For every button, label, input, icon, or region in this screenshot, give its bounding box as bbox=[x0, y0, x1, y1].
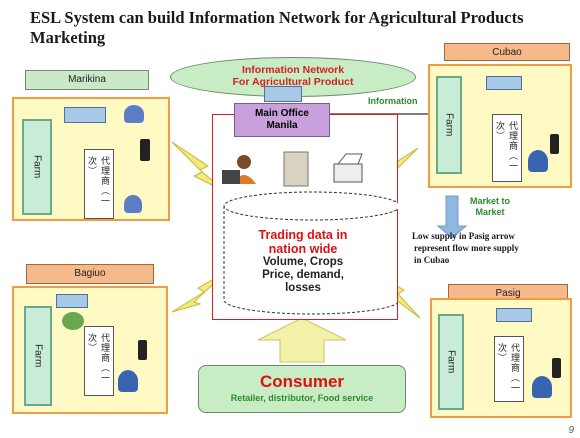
note-line-2: represent flow more supply bbox=[414, 243, 519, 253]
page-title: ESL System can build Information Network… bbox=[30, 8, 524, 47]
store-icon bbox=[264, 86, 302, 102]
agent-label: 代理商（一次） bbox=[87, 333, 110, 383]
farm-pasig: Farm bbox=[438, 314, 464, 410]
db-title-line-2: nation wide bbox=[268, 242, 338, 256]
network-line-1: Information Network bbox=[241, 64, 345, 76]
main-office-line-1: Main Office bbox=[255, 108, 309, 119]
market-line-2: Market bbox=[475, 207, 505, 217]
db-detail-line-2: Price, demand, bbox=[262, 269, 344, 281]
phone-icon bbox=[138, 340, 147, 360]
main-office-line-2: Manila bbox=[266, 120, 298, 131]
farm-bagiuo: Farm bbox=[24, 306, 52, 406]
region-pasig: Farm 代理商（一次） bbox=[430, 298, 572, 418]
market-to-market-label: Market to Market bbox=[470, 196, 510, 218]
region-bagiuo: Farm 代理商（一次） bbox=[12, 286, 168, 414]
store-icon bbox=[496, 308, 532, 322]
consumer-box: Consumer Retailer, distributor, Food ser… bbox=[198, 365, 406, 413]
agent-label: 代理商（一次） bbox=[497, 343, 520, 393]
phone-icon bbox=[552, 358, 561, 378]
slide-number: 9 bbox=[568, 425, 574, 436]
network-line-2: For Agricultural Product bbox=[232, 76, 354, 88]
produce-icon bbox=[62, 312, 84, 330]
main-office: Main Office Manila bbox=[234, 103, 330, 137]
consumer-subtitle: Retailer, distributor, Food service bbox=[230, 393, 374, 403]
worker-icon bbox=[528, 150, 548, 172]
store-icon bbox=[64, 107, 106, 123]
worker-icon bbox=[118, 370, 138, 392]
agent-marikina: 代理商（一次） bbox=[84, 149, 114, 219]
information-label: Information bbox=[368, 96, 418, 106]
db-detail-line-1: Volume, Crops bbox=[262, 256, 344, 268]
trading-data-text: Trading data in nation wide Volume, Crop… bbox=[228, 228, 378, 295]
consumer-arrow bbox=[257, 317, 347, 363]
farm-label: Farm bbox=[445, 350, 457, 374]
farm-marikina: Farm bbox=[22, 119, 52, 215]
farm-label: Farm bbox=[443, 113, 455, 137]
agent-pasig: 代理商（一次） bbox=[494, 336, 524, 402]
worker-icon bbox=[532, 376, 552, 398]
phone-icon bbox=[140, 139, 150, 161]
store-icon bbox=[486, 76, 522, 90]
agent-label: 代理商（一次） bbox=[87, 156, 110, 206]
note-line-3: in Cubao bbox=[414, 255, 450, 265]
region-label-marikina: Marikina bbox=[25, 70, 149, 90]
market-line-1: Market to bbox=[470, 196, 511, 206]
region-cubao: Farm 代理商（一次） bbox=[428, 64, 572, 188]
agent-bagiuo: 代理商（一次） bbox=[84, 326, 114, 396]
consumer-title: Consumer bbox=[259, 372, 345, 391]
farm-cubao: Farm bbox=[436, 76, 462, 174]
store-icon bbox=[56, 294, 88, 308]
phone-icon bbox=[550, 134, 559, 154]
worker-icon bbox=[124, 195, 142, 213]
agent-cubao: 代理商（一次） bbox=[492, 114, 522, 182]
agent-label: 代理商（一次） bbox=[495, 121, 518, 171]
note-line-1: Low supply in Pasig arrow bbox=[412, 231, 515, 241]
region-marikina: Farm 代理商（一次） bbox=[12, 97, 170, 221]
db-detail-line-3: losses bbox=[285, 282, 321, 294]
farm-label: Farm bbox=[31, 155, 43, 179]
region-label-bagiuo: Bagiuo bbox=[26, 264, 154, 284]
worker-icon bbox=[124, 105, 144, 123]
db-title-line-1: Trading data in bbox=[258, 228, 348, 242]
database-icon bbox=[222, 151, 398, 315]
region-label-cubao: Cubao bbox=[444, 43, 570, 61]
supply-note: Low supply in Pasig arrow represent flow… bbox=[412, 230, 580, 266]
market-arrow bbox=[436, 195, 468, 239]
farm-label: Farm bbox=[32, 344, 44, 368]
